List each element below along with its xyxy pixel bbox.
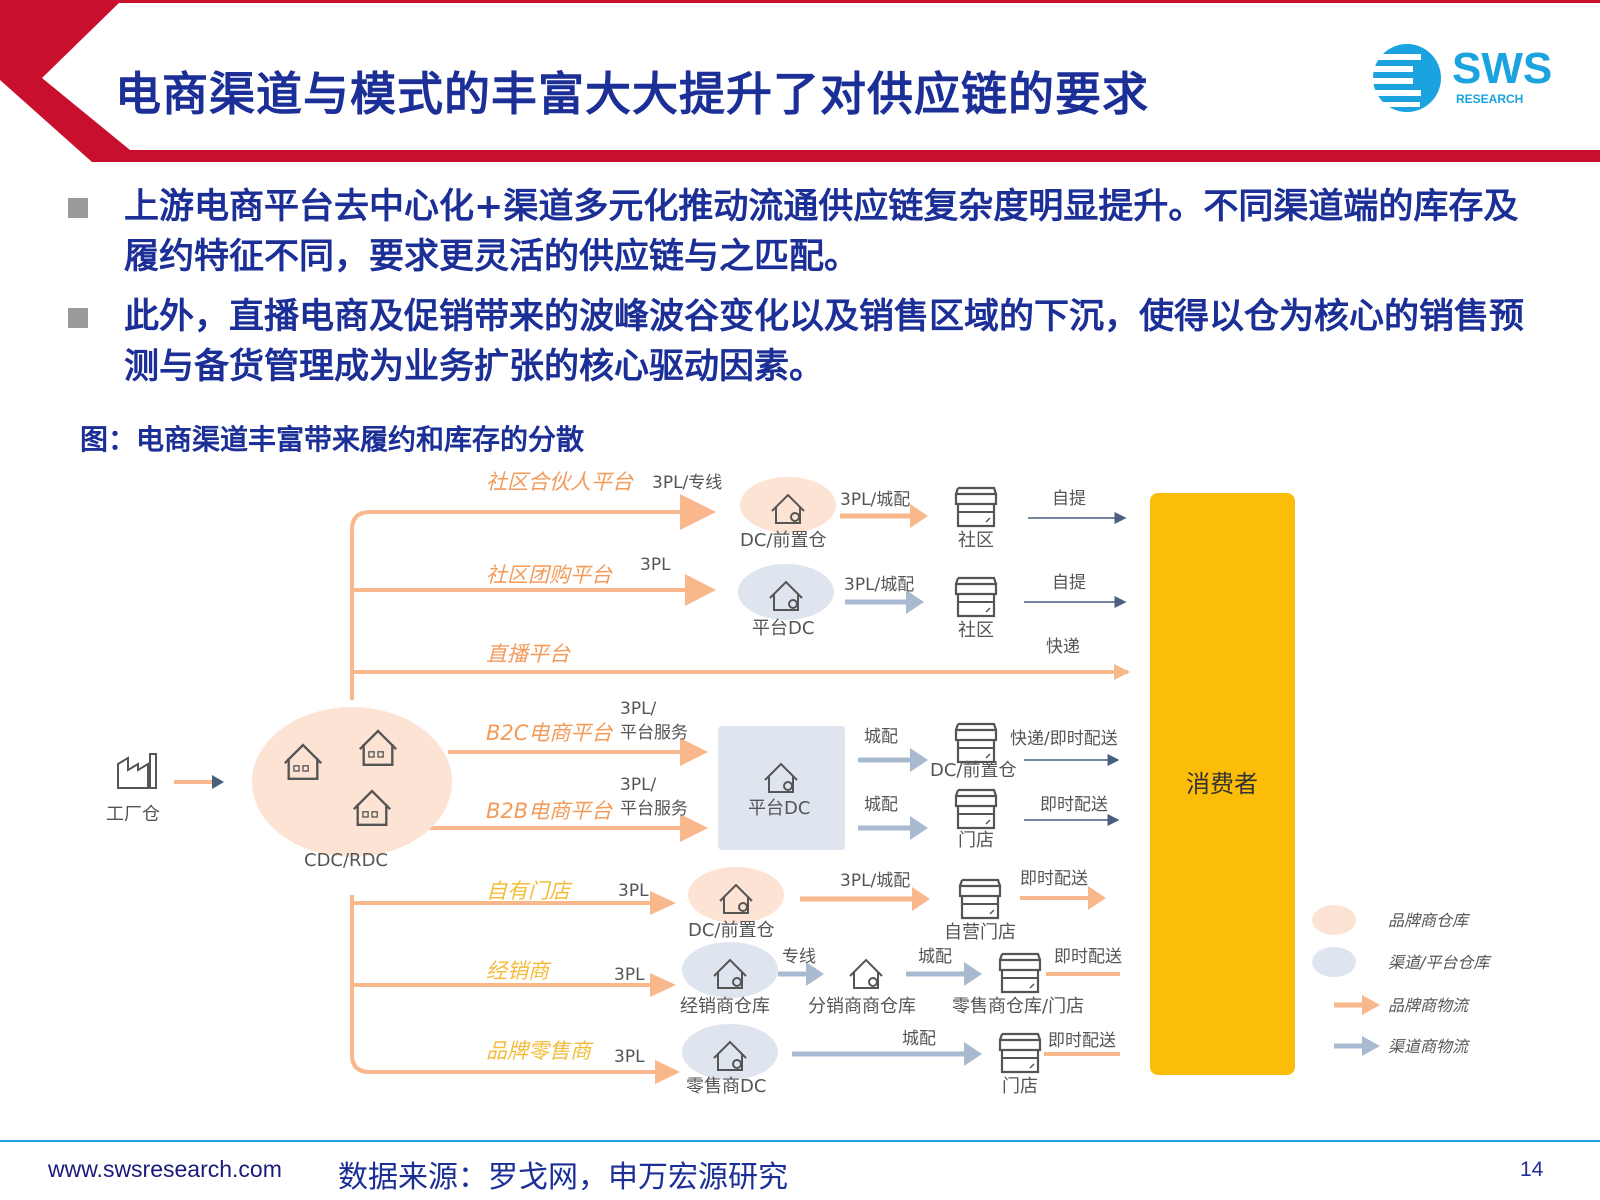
- channel-label: 品牌零售商: [486, 1039, 594, 1063]
- diagram-label: 即时配送: [1054, 947, 1122, 967]
- diagram-label: 3PL/城配: [840, 490, 910, 510]
- diagram-label: 品牌商仓库: [1388, 911, 1471, 930]
- diagram-label: 3PL/专线: [652, 473, 722, 493]
- footer-source: 数据来源：罗戈网，申万宏源研究: [338, 1160, 788, 1195]
- logo-text: SWS: [1452, 44, 1553, 93]
- diagram-label: 即时配送: [1048, 1031, 1116, 1051]
- diagram-label: 渠道商物流: [1388, 1037, 1470, 1056]
- diagram-label: 3PL/: [620, 699, 657, 719]
- legend-swatch-channel-wh: [1312, 947, 1356, 977]
- diagram-label: 零售商仓库/门店: [952, 996, 1084, 1017]
- figure-caption: 图：电商渠道丰富带来履约和库存的分散: [80, 423, 585, 456]
- diagram-label: 3PL/: [620, 775, 657, 795]
- factory-icon: [117, 753, 157, 789]
- diagram-label: DC/前置仓: [930, 760, 1017, 781]
- diagram-label: 即时配送: [1020, 869, 1088, 889]
- diagram-label: 平台服务: [620, 723, 688, 743]
- bullet-marker: [68, 308, 88, 328]
- diagram-label: CDC/RDC: [304, 850, 388, 871]
- page-number: 14: [1520, 1158, 1544, 1181]
- diagram-label: 门店: [1002, 1076, 1038, 1097]
- channel-label: 社区团购平台: [486, 563, 613, 587]
- brand-logistics-trunk: [174, 510, 1128, 1074]
- diagram-label: 自提: [1052, 489, 1086, 509]
- consumer-box: [1150, 493, 1295, 1075]
- node-labels: 工厂仓 CDC/RDC DC/前置仓 社区 平台DC 社区 平台DC DC/前置…: [106, 530, 1084, 1097]
- diagram-label: 社区: [958, 530, 994, 551]
- diagram-label: 工厂仓: [106, 804, 160, 825]
- diagram-label: 城配: [918, 947, 952, 967]
- diagram-label: 专线: [782, 947, 816, 967]
- arrowheads-orange: [650, 494, 1130, 1084]
- arrowheads-mid: [806, 504, 982, 1066]
- sws-logo-icon: [1373, 44, 1441, 112]
- channel-label: 经销商: [486, 959, 552, 983]
- footer-url[interactable]: www.swsresearch.com: [48, 1156, 282, 1182]
- diagram-label: 品牌商物流: [1388, 996, 1470, 1015]
- consumer-label: 消费者: [1186, 770, 1258, 798]
- channel-label: 自有门店: [486, 879, 573, 903]
- bullet-marker: [68, 198, 88, 218]
- sws-logo: SWS RESEARCH: [1368, 40, 1568, 120]
- channel-labels-own: 自有门店 经销商 品牌零售商: [486, 879, 594, 1063]
- cdc-ellipse: [252, 707, 452, 857]
- diagram-label: 渠道/平台仓库: [1388, 953, 1492, 972]
- channel-labels: 社区合伙人平台 社区团购平台 直播平台 B2C电商平台 B2B电商平台: [486, 470, 634, 823]
- diagram-label: 门店: [958, 830, 994, 851]
- channel-label: 直播平台: [486, 642, 571, 666]
- diagram-label: 社区: [958, 620, 994, 641]
- diagram-label: 城配: [864, 727, 898, 747]
- logo-subtext: RESEARCH: [1456, 92, 1524, 106]
- diagram-label: 分销商商仓库: [808, 996, 916, 1017]
- diagram-label: 快递: [1046, 637, 1080, 657]
- diagram-label: 平台服务: [620, 799, 688, 819]
- diagram-label: 3PL/城配: [844, 575, 914, 595]
- legend-labels: 品牌商仓库 渠道/平台仓库 品牌商物流 渠道商物流: [1388, 911, 1492, 1056]
- diagram-label: 零售商DC: [686, 1076, 766, 1097]
- diagram-label: 即时配送: [1040, 795, 1108, 815]
- diagram-label: DC/前置仓: [740, 530, 827, 551]
- diagram-label: 自营门店: [944, 922, 1016, 943]
- edge-labels: 3PL/专线 3PL/城配 自提 3PL 3PL/城配 自提 快递 3PL/ 平…: [614, 473, 1122, 1067]
- diagram-label: 3PL: [614, 965, 645, 985]
- channel-label: 社区合伙人平台: [486, 470, 634, 494]
- footer-rule: [0, 1140, 1600, 1142]
- diagram-label: 城配: [864, 795, 898, 815]
- platform-dc-box: [718, 726, 845, 850]
- page-title: 电商渠道与模式的丰富大大提升了对供应链的要求: [115, 67, 1149, 121]
- diagram-label: DC/前置仓: [688, 920, 775, 941]
- diagram-label: 3PL/城配: [840, 871, 910, 891]
- bullet-text-1: 上游电商平台去中心化+渠道多元化推动流通供应链复杂度明显提升。不同渠道端的库存及…: [124, 187, 1519, 277]
- diagram-label: 自提: [1052, 573, 1086, 593]
- diagram-label: 快递/即时配送: [1010, 729, 1118, 749]
- diagram-label: 平台DC: [752, 618, 814, 639]
- legend-swatch-brand-wh: [1312, 905, 1356, 935]
- header-banner: [0, 0, 1600, 162]
- diagram-label: 3PL: [618, 881, 649, 901]
- diagram-label: 3PL: [614, 1047, 645, 1067]
- diagram-label: 城配: [902, 1029, 936, 1049]
- channel-label: B2C电商平台: [486, 721, 613, 745]
- bullet-text-2: 此外，直播电商及促销带来的波峰波谷变化以及销售区域的下沉，使得以仓为核心的销售预…: [124, 297, 1525, 387]
- diagram-label: 平台DC: [748, 798, 810, 819]
- diagram-label: 3PL: [640, 555, 671, 575]
- diagram-label: 经销商仓库: [680, 996, 770, 1017]
- channel-label: B2B电商平台: [486, 799, 613, 823]
